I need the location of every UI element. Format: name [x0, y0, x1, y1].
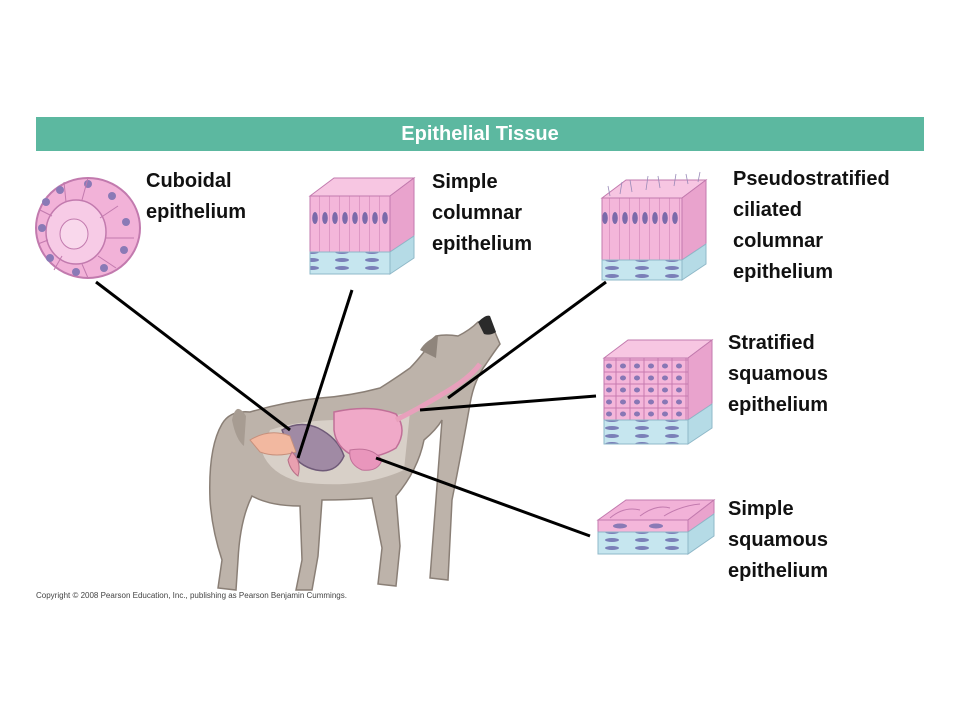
label-line: Simple	[728, 498, 794, 520]
label-line: Cuboidal	[146, 170, 232, 192]
label-line: Stratified	[728, 332, 815, 354]
pseudostratified-illustration	[600, 171, 708, 281]
label-line: epithelium	[733, 261, 834, 283]
label-simple-squamous-epithelium: Simple squamous epithelium	[728, 494, 828, 587]
title-banner: Epithelial Tissue	[36, 117, 924, 151]
cuboidal-epithelium-illustration	[35, 177, 141, 279]
label-line: columnar	[733, 230, 824, 252]
diagram-title: Epithelial Tissue	[401, 123, 559, 145]
label-line: squamous	[728, 363, 829, 385]
label-line: epithelium	[432, 233, 533, 255]
leader-line-stratified-squamous	[419, 394, 597, 412]
simple-squamous-illustration	[596, 498, 716, 555]
label-line: Pseudostratified	[733, 168, 890, 190]
leader-lines	[95, 280, 607, 538]
label-line: epithelium	[146, 201, 247, 223]
leader-line-pseudostratified	[447, 280, 607, 400]
label-line: Simple	[432, 171, 498, 193]
label-line: squamous	[728, 529, 829, 551]
internal-organs	[249, 362, 483, 477]
simple-columnar-illustration	[308, 177, 416, 275]
copyright-text: Copyright © 2008 Pearson Education, Inc.…	[36, 591, 347, 600]
label-line: ciliated	[733, 199, 802, 221]
label-simple-columnar-epithelium: Simple columnar epithelium	[432, 167, 532, 260]
label-pseudostratified-epithelium: Pseudostratified ciliated columnar epith…	[733, 164, 890, 288]
stratified-squamous-illustration	[602, 339, 714, 445]
label-line: columnar	[432, 202, 523, 224]
leader-line-simple-squamous	[375, 456, 591, 538]
leader-line-simple-columnar	[296, 289, 354, 459]
label-stratified-squamous-epithelium: Stratified squamous epithelium	[728, 328, 828, 421]
leader-line-cuboidal	[95, 280, 291, 432]
label-line: epithelium	[728, 394, 829, 416]
label-cuboidal-epithelium: Cuboidal epithelium	[146, 166, 246, 228]
label-line: epithelium	[728, 560, 829, 582]
